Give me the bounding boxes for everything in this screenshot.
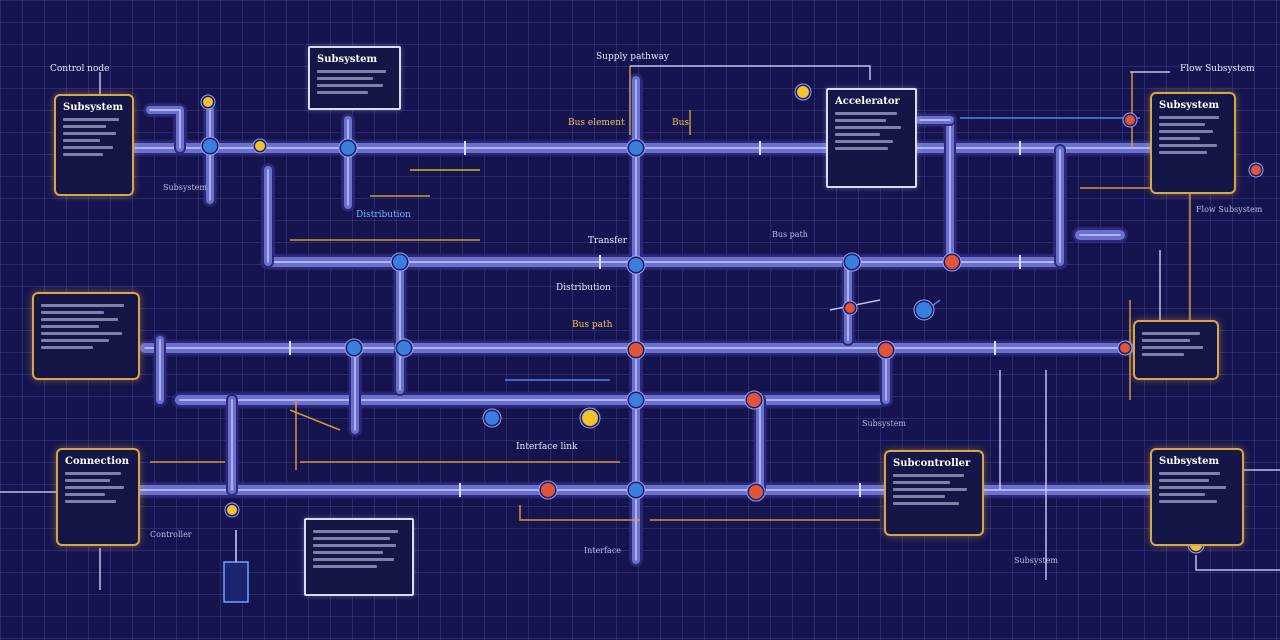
valve xyxy=(629,141,643,155)
subcontroller-panel: Subcontroller xyxy=(884,450,984,536)
valve xyxy=(845,303,855,313)
valve xyxy=(629,483,643,497)
label-interface: Interface xyxy=(584,546,622,555)
valve xyxy=(341,141,355,155)
info-panel-left xyxy=(32,292,140,380)
valve xyxy=(1120,343,1130,353)
signal-wire xyxy=(289,409,341,431)
valve xyxy=(582,410,598,426)
valve xyxy=(255,141,265,151)
valve xyxy=(629,343,643,357)
label-control-node: Control node xyxy=(50,64,110,74)
label-flow-subsystem-top: Flow Subsystem xyxy=(1180,64,1255,74)
valve xyxy=(347,341,361,355)
label-supply-pathway: Supply pathway xyxy=(596,52,670,62)
label-distribution-a: Distribution xyxy=(356,210,411,220)
panel-title: Subsystem xyxy=(1159,100,1220,111)
subsystem-panel-top-right: Subsystem xyxy=(1150,92,1236,194)
valve xyxy=(629,393,643,407)
signal-wire xyxy=(1195,555,1280,571)
valve xyxy=(747,393,761,407)
panel-title: Subsystem xyxy=(317,54,378,65)
label-bus-element: Bus element xyxy=(568,118,625,128)
valve xyxy=(629,258,643,272)
valve xyxy=(541,483,555,497)
label-transfer: Transfer xyxy=(588,236,628,246)
meter-device xyxy=(223,561,249,603)
signal-wire xyxy=(630,65,871,80)
label-bus-path-b: Bus path xyxy=(572,320,613,330)
valve xyxy=(397,341,411,355)
label-bus-path-a: Bus path xyxy=(772,230,808,239)
label-subsystem-bottom: Subsystem xyxy=(1014,556,1059,565)
label-flow-subsystem-right: Flow Subsystem xyxy=(1196,205,1263,214)
valve xyxy=(749,485,763,499)
subsystem-panel-bottom-right: Subsystem xyxy=(1150,448,1244,546)
valve xyxy=(1125,115,1135,125)
valve xyxy=(879,343,893,357)
info-panel-bottom xyxy=(304,518,414,596)
valve xyxy=(916,302,932,318)
valve xyxy=(203,139,217,153)
label-distribution-b: Distribution xyxy=(556,283,611,293)
valve xyxy=(945,255,959,269)
label-controller: Controller xyxy=(150,530,192,539)
panel-title: Connection xyxy=(65,456,129,467)
valve xyxy=(797,86,809,98)
label-bus: Bus xyxy=(672,118,690,128)
subsystem-panel-top-center: Subsystem xyxy=(308,46,401,110)
valve xyxy=(845,255,859,269)
valve xyxy=(485,411,499,425)
valve xyxy=(1251,165,1261,175)
panel-title: Subsystem xyxy=(63,102,124,113)
valve xyxy=(393,255,407,269)
accelerator-panel: Accelerator xyxy=(826,88,917,188)
label-interface-link: Interface link xyxy=(516,442,578,452)
valve xyxy=(203,97,213,107)
connection-panel: Connection xyxy=(56,448,140,546)
valve xyxy=(227,505,237,515)
info-panel-right xyxy=(1133,320,1219,380)
pipe-highlight xyxy=(149,109,181,149)
label-small-1: Subsystem xyxy=(163,183,208,192)
label-subsystem-lower: Subsystem xyxy=(862,419,907,428)
panel-title: Subcontroller xyxy=(893,458,971,469)
signal-wire xyxy=(519,505,640,521)
panel-title: Accelerator xyxy=(835,96,900,107)
subsystem-panel-top-left: Subsystem xyxy=(54,94,134,196)
panel-title: Subsystem xyxy=(1159,456,1220,467)
